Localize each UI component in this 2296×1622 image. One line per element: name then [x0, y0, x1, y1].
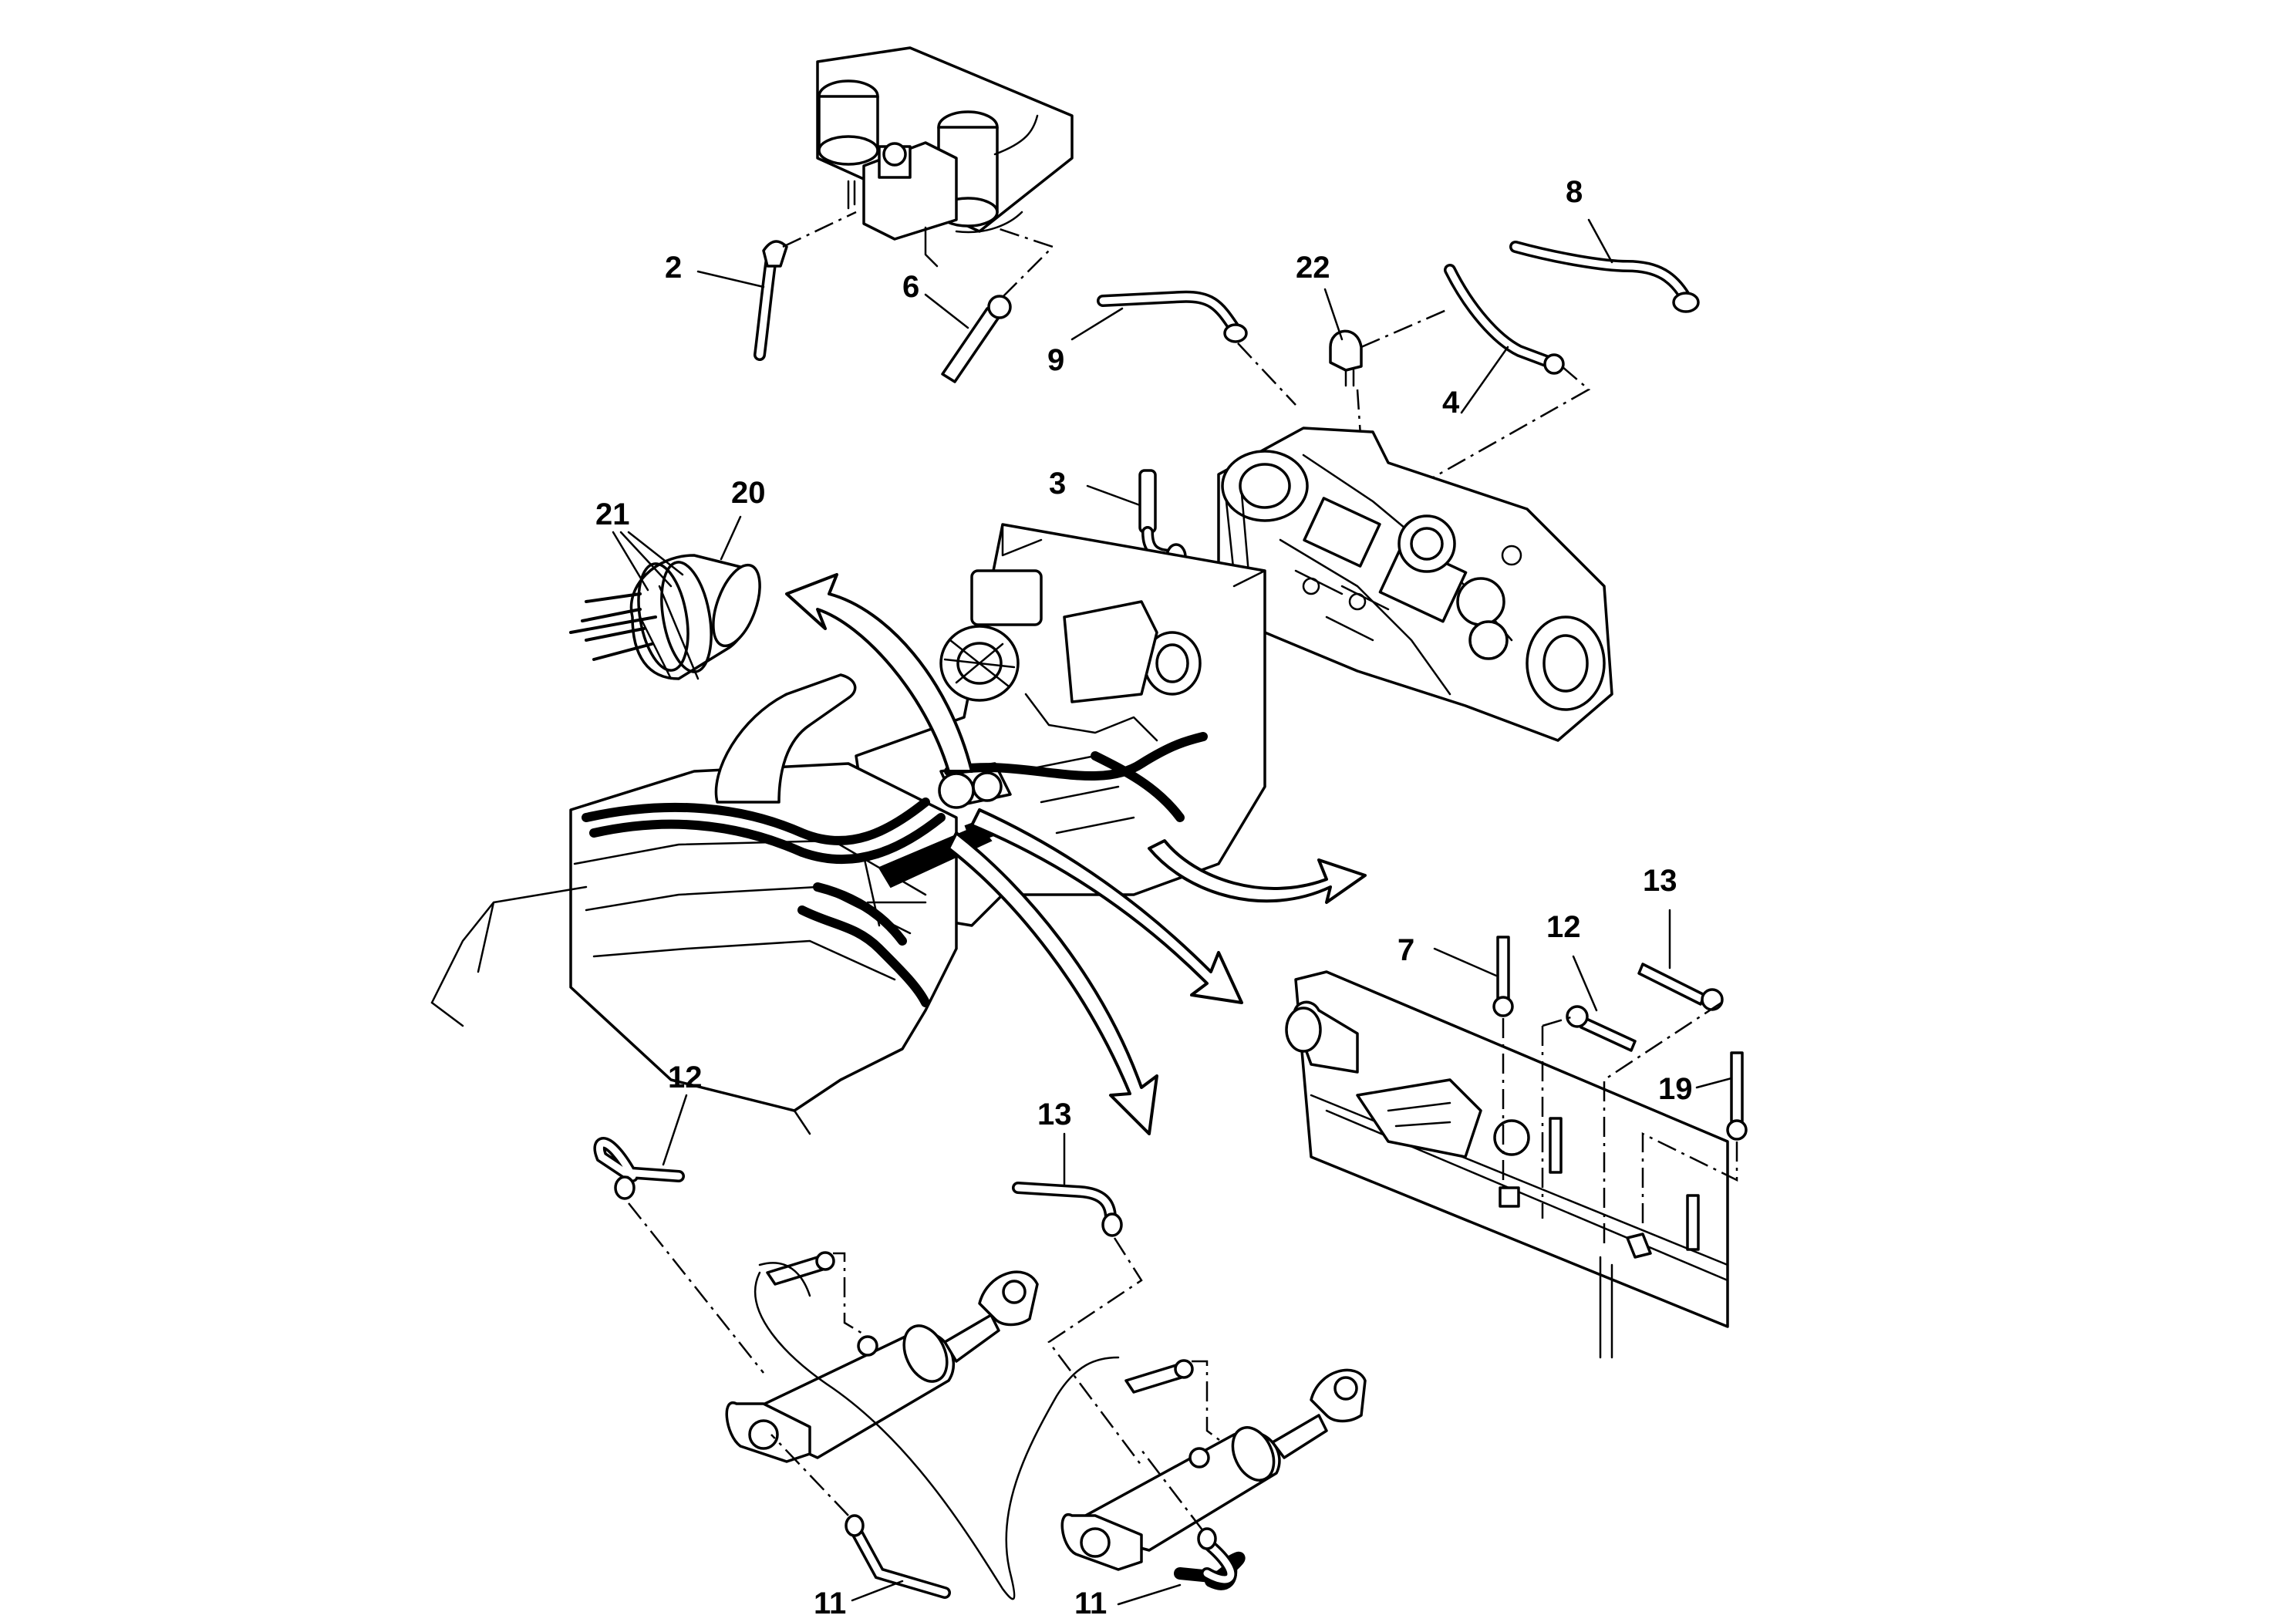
leader-22 — [1323, 288, 1344, 341]
flow-arrow-down-right — [970, 808, 1243, 1004]
leader-dash-13-right — [1603, 1001, 1722, 1249]
leader-dash-11-left — [770, 1434, 849, 1516]
hose-item-8 — [1509, 241, 1700, 313]
callout-8: 8 — [1566, 175, 1583, 209]
tank-panel — [1285, 970, 1729, 1359]
fitting-item-13-right — [1637, 963, 1724, 1011]
leader-dash-13-left — [1047, 1237, 1143, 1466]
leader-6 — [924, 293, 969, 329]
hose-item-2 — [754, 240, 788, 361]
callout-13-right: 13 — [1643, 864, 1677, 898]
leader-19 — [1695, 1077, 1733, 1089]
leader-11-right — [1117, 1583, 1182, 1606]
leader-dash-2 — [782, 211, 857, 248]
leader-12-right — [1572, 955, 1598, 1012]
callout-2: 2 — [665, 251, 682, 285]
callout-21: 21 — [595, 497, 630, 531]
clamp-item-22 — [1329, 329, 1363, 387]
leader-2 — [696, 270, 765, 288]
leader-dash-11-right — [1141, 1449, 1204, 1532]
callout-12-right: 12 — [1546, 910, 1581, 944]
flow-arrow-up-left — [785, 573, 973, 773]
flow-arrow-right — [1148, 839, 1367, 904]
callout-13-left: 13 — [1037, 1098, 1072, 1131]
callout-11-left: 11 — [814, 1587, 846, 1620]
tube-item-12-left — [593, 1137, 685, 1200]
leader-12-left — [662, 1094, 688, 1166]
leader-11-left — [851, 1580, 904, 1602]
leader-8 — [1587, 218, 1613, 264]
leader-21 — [612, 531, 684, 592]
fitting-item-7 — [1492, 936, 1514, 1017]
leader-dash-19 — [1641, 1131, 1738, 1226]
callout-11-right: 11 — [1074, 1587, 1107, 1620]
leader-dash-cyl-left — [833, 1252, 865, 1336]
fitting-item-19 — [1726, 1051, 1748, 1141]
callout-20: 20 — [731, 476, 766, 510]
fitting-item-6 — [941, 295, 1012, 383]
leader-dash-22 — [1356, 307, 1451, 448]
leader-dash-4 — [1411, 366, 1591, 491]
leader-4 — [1460, 346, 1509, 414]
leader-dash-6 — [994, 226, 1055, 298]
leader-dash-12-right — [1541, 1015, 1574, 1219]
pump-assembly — [1217, 427, 1613, 742]
fitting-item-12-right — [1566, 1005, 1637, 1052]
callout-12-left: 12 — [668, 1061, 703, 1094]
callout-6: 6 — [902, 270, 919, 304]
leader-dash-9 — [1237, 342, 1296, 406]
seal-rings-item-21 — [637, 561, 713, 673]
hose-item-11-right — [1174, 1527, 1246, 1590]
hose-item-11-left — [845, 1514, 951, 1599]
hose-item-9 — [1097, 290, 1248, 343]
leader-9 — [1070, 307, 1124, 341]
leader-7 — [1433, 947, 1498, 977]
tube-item-13-left — [1012, 1182, 1123, 1237]
callout-4: 4 — [1442, 386, 1460, 420]
valve-block-assembly — [816, 46, 1074, 268]
machine-chassis — [430, 523, 1266, 1135]
hose-item-4 — [1444, 264, 1565, 375]
callout-22: 22 — [1296, 251, 1330, 285]
connecting-hose-end — [758, 1262, 811, 1297]
callout-9: 9 — [1047, 343, 1064, 377]
leader-dash-12-left — [628, 1202, 764, 1374]
chassis-hoses — [582, 732, 1208, 1007]
callout-7: 7 — [1397, 933, 1414, 967]
callout-3: 3 — [1049, 467, 1066, 501]
flow-arrow-down — [947, 831, 1158, 1135]
leader-3 — [1086, 484, 1141, 507]
leader-dash-cyl-right — [1192, 1360, 1223, 1443]
leader-20 — [720, 515, 742, 561]
connecting-hose — [754, 1271, 1120, 1600]
callout-19: 19 — [1658, 1072, 1693, 1106]
